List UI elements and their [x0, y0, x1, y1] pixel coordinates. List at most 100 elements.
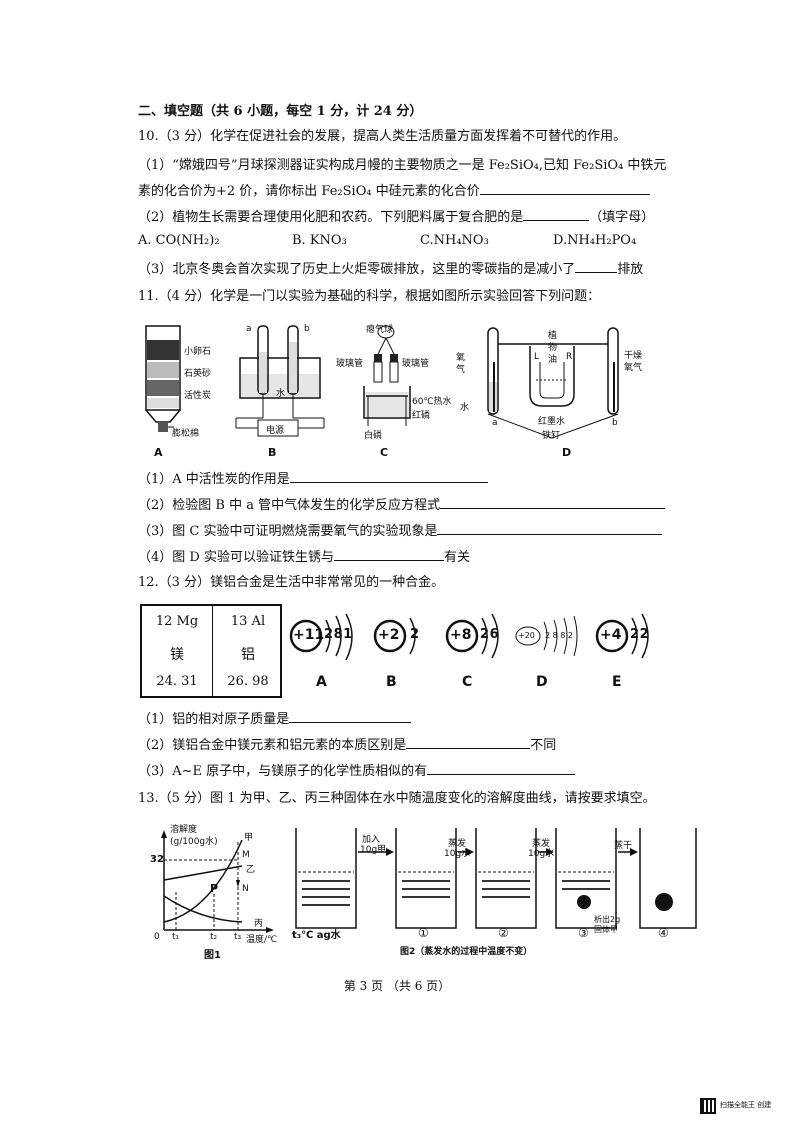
label-n: N — [242, 884, 249, 894]
q12-part2-tail: 不同 — [530, 738, 557, 753]
answer-blank-q11-3[interactable] — [437, 522, 663, 535]
label-water-d: 水 — [460, 403, 470, 413]
label-glass-tube-right: 玻璃管 — [402, 359, 430, 369]
label-oil-1: 物 — [548, 343, 558, 353]
label-x-temp: 温度/℃ — [246, 935, 278, 945]
q10-part1-line1: （1）“嫦娥四号”月球探测器证实构成月幔的主要物质之一是 Fe₂SiO₄,已知 … — [138, 158, 667, 173]
label-tube-b: b — [304, 324, 310, 334]
label-10g-water-1: 10g水 — [444, 849, 471, 859]
label-bing: 丙 — [254, 919, 264, 929]
label-quartz-sand: 石英砂 — [184, 369, 212, 379]
atom-a-nucleus: +11 — [293, 627, 325, 643]
atom-c-nucleus: +8 — [450, 627, 472, 643]
label-10g-water-2: 10g水 — [528, 849, 555, 859]
q11-part3: （3）图 C 实验中可证明燃烧需要氧气的实验现象是 — [138, 522, 663, 541]
figure-d-caption: D — [562, 446, 572, 459]
q13-stem: 13.（5 分）图 1 为甲、乙、丙三种固体在水中随温度变化的溶解度曲线，请按要… — [138, 791, 656, 806]
q12-part1: （1）铝的相对原子质量是 — [138, 710, 412, 729]
atom-c-label: C — [462, 674, 473, 690]
atom-b-label: B — [386, 674, 397, 690]
label-beaker-2: ② — [498, 926, 509, 940]
label-deflated-balloon: 瘪气球 — [366, 325, 394, 335]
label-tube-b-d: b — [612, 418, 618, 428]
label-jia: 甲 — [244, 833, 254, 843]
atom-d-label: D — [536, 674, 548, 690]
answer-blank-q12-1[interactable] — [289, 710, 412, 723]
al-number-symbol: 13 Al — [230, 614, 266, 629]
q12-stem: 12.（3 分）镁铝合金是生活中非常常见的一种合金。 — [138, 575, 445, 590]
answer-blank-q11-1[interactable] — [289, 470, 488, 483]
label-red-phosphorus: 红磷 — [412, 411, 431, 421]
atom-a: +11 2 8 1 A — [288, 612, 358, 692]
q10-part2: （2）植物生长需要合理使用化肥和农药。下列肥料属于复合肥的是（填字母） — [138, 208, 654, 227]
label-oxygen-2: 气 — [456, 365, 466, 375]
answer-blank-q10-1[interactable] — [479, 182, 650, 195]
card-divider — [212, 606, 213, 696]
q10-part3-text: （3）北京冬奥会首次实现了历史上火炬零碳排放，这里的零碳指的是减小了 — [138, 262, 576, 277]
page-footer: 第 3 页 （共 6 页） — [343, 979, 451, 993]
answer-blank-q10-3[interactable] — [575, 260, 618, 273]
label-white-phosphorus: 白磷 — [364, 431, 383, 441]
solubility-graph — [161, 830, 274, 933]
q11-part4-tail: 有关 — [443, 550, 470, 565]
al-mass: 26. 98 — [227, 674, 269, 689]
label-t2: t₂ — [210, 932, 218, 942]
label-solubility-unit: (g/100g水) — [170, 837, 218, 847]
label-evaporate-1: 蒸发 — [448, 839, 467, 849]
q11-part4: （4）图 D 实验可以验证铁生锈与 有关 — [138, 548, 470, 567]
label-power-supply: 电源 — [266, 426, 285, 436]
label-tube-a-d: a — [492, 418, 498, 428]
atom-b-nucleus: +2 — [378, 627, 400, 643]
figure-2-caption: 图2（蒸发水的过程中温度不变） — [400, 947, 533, 957]
label-r: R — [566, 352, 573, 362]
q10-option-d: D.NH₄H₂PO₄ — [553, 233, 637, 248]
answer-blank-q11-4[interactable] — [333, 548, 444, 561]
label-precipitate-2: 固体甲 — [594, 925, 618, 934]
section-title: 二、填空题（共 6 小题，每空 1 分，计 24 分） — [138, 104, 423, 119]
q11-part4-text: （4）图 D 实验可以验证铁生锈与 — [138, 550, 334, 565]
figure-1-solubility: 溶解度 (g/100g水) 32 0 t₁ t₂ t₃ 温度/℃ 甲 乙 丙 M… — [150, 822, 290, 962]
label-dry-oxygen: 氧气 — [624, 363, 643, 373]
label-evaporate-dry: 蒸干 — [614, 841, 633, 851]
scanner-watermark: 扫描全能王 创建 — [720, 1101, 772, 1109]
atom-e-nucleus: +4 — [600, 627, 622, 643]
element-cards: 12 Mg 镁 24. 31 13 Al 铝 26. 98 — [140, 604, 282, 698]
beakers-drawing — [295, 828, 697, 929]
atom-a-drawing — [289, 613, 353, 661]
atom-e: +4 2 2 E — [594, 612, 660, 692]
label-10g-jia: 10g甲 — [360, 845, 387, 855]
atom-e-shells: 2 2 — [630, 627, 649, 642]
label-activated-carbon: 活性炭 — [184, 391, 212, 401]
label-precipitate-1: 析出2g — [594, 915, 621, 924]
q11-part1-text: （1）A 中活性炭的作用是 — [138, 472, 290, 487]
label-m: M — [242, 850, 250, 860]
figure-1-caption: 图1 — [204, 950, 221, 961]
atom-d: +20 2 8 8 2 D — [514, 612, 590, 692]
atom-b-shells: 2 — [410, 627, 420, 642]
label-l: L — [534, 352, 540, 362]
answer-blank-q10-2[interactable] — [523, 208, 590, 221]
label-red-ink: 红墨水 — [538, 417, 566, 427]
atom-c-drawing — [445, 613, 499, 659]
label-oil-2: 油 — [548, 355, 558, 365]
label-start-beaker: t₃℃ ag水 — [292, 930, 341, 941]
atom-b: +2 2 B — [372, 612, 432, 692]
label-add: 加入 — [362, 835, 381, 845]
q12-part1-text: （1）铝的相对原子质量是 — [138, 712, 290, 727]
label-beaker-3: ③ — [578, 926, 589, 940]
label-glass-tube-left: 玻璃管 — [336, 359, 364, 369]
answer-blank-q12-3[interactable] — [427, 762, 576, 775]
q12-part2-text: （2）镁铝合金中镁元素和铝元素的本质区别是 — [138, 738, 407, 753]
mg-mass: 24. 31 — [156, 674, 198, 689]
label-y-32: 32 — [150, 854, 164, 865]
answer-blank-q12-2[interactable] — [406, 736, 531, 749]
q12-part2: （2）镁铝合金中镁元素和铝元素的本质区别是 不同 — [138, 736, 556, 755]
atom-d-shells: 2 8 8 2 — [545, 631, 573, 640]
q11-part1: （1）A 中活性炭的作用是 — [138, 470, 488, 489]
label-plant: 植 — [548, 331, 558, 341]
q10-part3-tail: 排放 — [617, 262, 644, 277]
answer-blank-q11-2[interactable] — [440, 496, 666, 509]
al-name: 铝 — [241, 647, 255, 663]
q10-option-c: C.NH₄NO₃ — [420, 233, 489, 248]
label-origin: 0 — [154, 932, 160, 942]
